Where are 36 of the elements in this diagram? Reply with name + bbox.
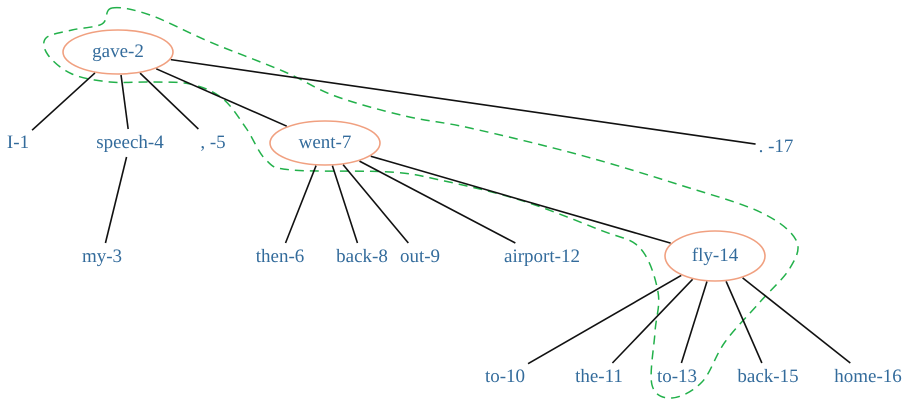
word-ellipse	[269, 120, 381, 166]
word-label: to-13	[656, 366, 698, 388]
dependency-line	[342, 164, 409, 244]
word-label: my-3	[82, 246, 122, 268]
word-ellipse	[62, 29, 174, 75]
word-label: fly-14	[692, 245, 738, 267]
word-label: . -17	[758, 136, 794, 158]
word-label: out-9	[400, 246, 440, 268]
dependency-line	[284, 165, 317, 244]
dependency-line	[612, 278, 694, 364]
word-ellipse	[664, 230, 766, 282]
dependency-line	[120, 74, 129, 130]
word-label: the-11	[575, 366, 623, 388]
dependency-line	[156, 68, 288, 127]
word-label: then-6	[256, 246, 304, 268]
dependency-line	[140, 72, 199, 130]
dependency-line	[370, 156, 671, 244]
dependency-line	[680, 281, 708, 364]
word-label: speech-4	[96, 132, 164, 154]
dependency-line	[528, 274, 682, 364]
dependency-line	[170, 58, 756, 145]
word-label: , -5	[200, 132, 226, 154]
dependency-line	[104, 156, 128, 244]
dependency-line	[32, 72, 96, 131]
dependency-line	[332, 166, 358, 244]
word-label: went-7	[298, 132, 352, 154]
dependency-line	[359, 160, 516, 244]
dependency-line	[725, 281, 763, 364]
word-label: to-10	[484, 366, 526, 388]
word-label: home-16	[834, 366, 902, 388]
word-label: airport-12	[504, 246, 580, 268]
word-label: I-1	[6, 132, 30, 154]
word-label: gave-2	[92, 41, 144, 63]
word-label: back-15	[737, 366, 799, 388]
dependency-line	[742, 277, 851, 364]
word-label: back-8	[336, 246, 388, 268]
